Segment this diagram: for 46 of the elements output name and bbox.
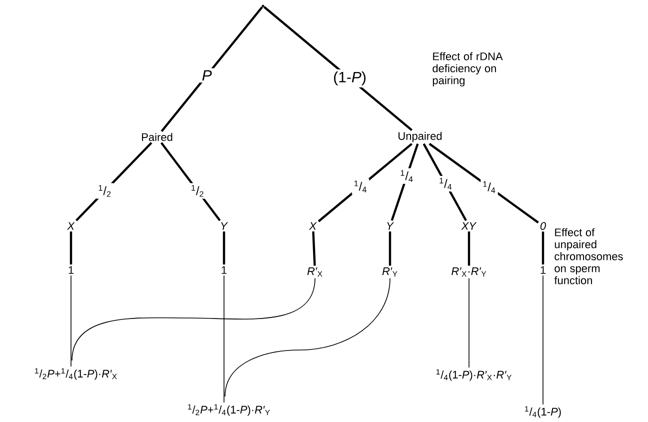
branch-line <box>318 142 412 222</box>
branch-line <box>70 231 72 264</box>
edge-label: P <box>200 68 214 83</box>
branch-line <box>542 275 544 405</box>
edge-label: (1-P) <box>331 69 368 88</box>
branch-line <box>312 231 316 266</box>
edge-label: $^{1}$/$_{2}$ <box>189 183 206 199</box>
chromosome-label: X <box>308 222 317 230</box>
branch-line <box>422 143 467 222</box>
branch-line <box>76 142 152 222</box>
edge-label: $^{1}$/$_{4}$ <box>352 178 370 194</box>
branch-line <box>428 142 539 224</box>
branch-line <box>160 6 263 132</box>
edge-label: $^{1}$/$_{4}$ <box>480 179 498 195</box>
edge-label: $^{1}$/$_{4}$ <box>398 168 416 184</box>
chromosome-label: Y <box>387 222 394 230</box>
branch-line <box>70 275 72 367</box>
result-formula: $^{1}$/$_{4}$(1-P)·R′$_{X}$·R′$_{Y}$ <box>436 369 512 381</box>
branch-point <box>262 4 264 8</box>
state-label: Unpaired <box>398 132 442 142</box>
branch-line <box>468 231 470 266</box>
factor-label: 1 <box>68 266 74 274</box>
connector-curve <box>224 278 390 397</box>
note: Effect of rDNA deficiency on pairing <box>432 52 503 86</box>
result-formula: $^{1}$/$_{2}$P+$^{1}$/$_{4}$(1-P)·R′$_{Y}$ <box>188 404 270 416</box>
result-formula: $^{1}$/$_{4}$(1-P) <box>525 406 561 418</box>
factor-label: 1 <box>222 266 227 274</box>
state-label: Paired <box>142 132 172 142</box>
connector-curve <box>72 278 316 361</box>
result-formula: $^{1}$/$_{2}$P+$^{1}$/$_{4}$(1-P)·R′$_{X}$ <box>35 368 117 380</box>
edge-label: $^{1}$/$_{4}$ <box>437 176 454 192</box>
chromosome-label: Y <box>221 222 228 230</box>
factor-label: R′$_{X}$ <box>307 267 322 277</box>
factor-label: R′$_{X}$·R′$_{Y}$ <box>452 267 486 277</box>
chromosome-label: 0 <box>540 222 546 230</box>
factor-label: R′$_{Y}$ <box>382 267 398 277</box>
factor-label: 1 <box>540 266 546 274</box>
branch-line <box>160 142 221 222</box>
branch-line <box>388 231 392 266</box>
chromosome-label: X <box>66 222 75 230</box>
edge-label: $^{1}$/$_{2}$ <box>96 183 114 199</box>
branch-line <box>222 231 226 264</box>
note: Effect of unpaired chromosomes on sperm function <box>554 228 623 284</box>
branch-line <box>468 278 470 368</box>
branch-line <box>542 232 544 264</box>
chromosome-label: XY <box>461 222 477 230</box>
